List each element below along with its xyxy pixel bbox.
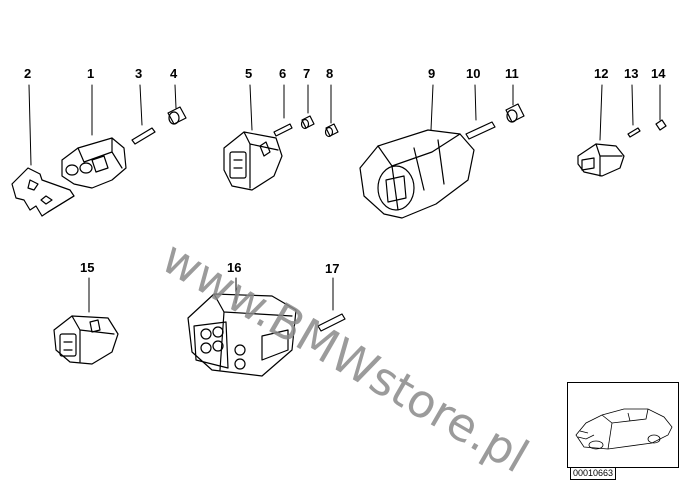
part-label: 2 — [24, 66, 32, 81]
part-label: 17 — [325, 261, 340, 276]
part-label: 6 — [279, 66, 287, 81]
part-label: 4 — [170, 66, 178, 81]
part-label: 12 — [594, 66, 609, 81]
part-5-connector — [223, 131, 283, 191]
part-label: 5 — [245, 66, 253, 81]
reference-number: 00010663 — [570, 467, 617, 480]
part-4-sleeve — [167, 106, 187, 125]
part-label: 10 — [466, 66, 481, 81]
part-label: 7 — [303, 66, 311, 81]
part-6-pin — [273, 123, 293, 137]
part-3-pin — [131, 127, 156, 145]
part-8-sleeve — [324, 123, 339, 138]
part-13-pin — [627, 127, 641, 138]
part-label: 14 — [651, 66, 666, 81]
part-label: 15 — [80, 260, 95, 275]
vehicle-thumbnail — [567, 382, 679, 468]
part-16-connector — [187, 293, 297, 377]
leader-lines — [28, 84, 661, 313]
part-label: 8 — [326, 66, 334, 81]
part-label: 3 — [135, 66, 143, 81]
part-label: 13 — [624, 66, 639, 81]
part-15-connector — [53, 315, 119, 365]
part-14-sleeve — [655, 119, 667, 131]
part-10-pin — [465, 121, 496, 140]
part-9-housing — [359, 129, 475, 219]
part-label: 1 — [87, 66, 95, 81]
part-label: 9 — [428, 66, 436, 81]
part-label: 16 — [227, 260, 242, 275]
part-17-pin — [317, 313, 346, 332]
car-icon — [575, 408, 673, 450]
part-11-sleeve — [505, 103, 525, 123]
part-2-clip — [11, 167, 75, 217]
part-1-connector — [61, 137, 127, 189]
part-label: 11 — [505, 66, 519, 81]
part-12-connector — [577, 143, 625, 177]
part-7-sleeve — [300, 115, 315, 130]
